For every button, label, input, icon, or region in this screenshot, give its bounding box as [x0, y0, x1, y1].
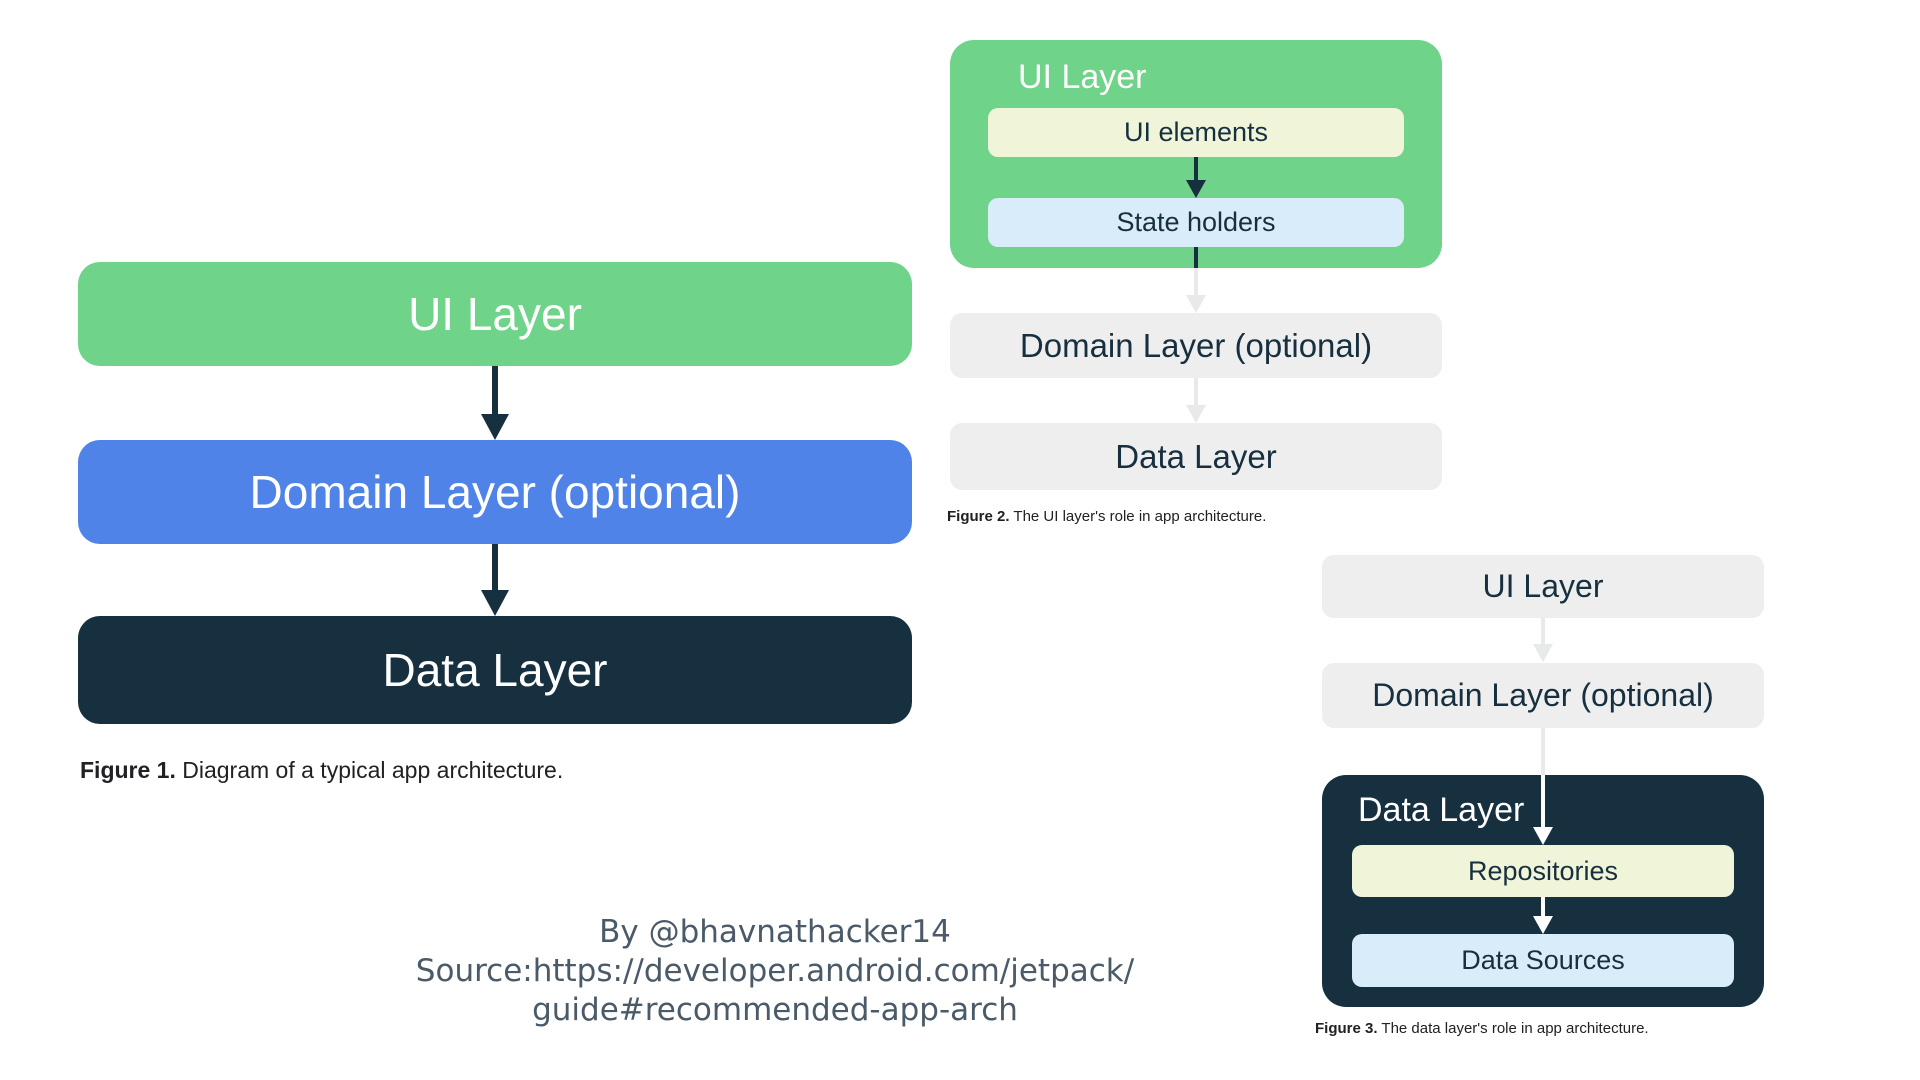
- arrow-down-icon: [1181, 268, 1211, 313]
- attribution-author: By @bhavnathacker14: [599, 914, 951, 950]
- fig3-data-layer-container: Data Layer Repositories Data Sources: [1322, 775, 1764, 1007]
- fig2-data-layer-label: Data Layer: [1115, 437, 1277, 475]
- arrow-down-icon: [1181, 378, 1211, 423]
- fig2-state-holders-label: State holders: [1116, 207, 1276, 237]
- arrow-head: [1533, 827, 1553, 845]
- fig2-caption-text: The UI layer's role in app architecture.: [1009, 508, 1267, 525]
- arrow-down-icon: [1528, 618, 1558, 662]
- fig1-ui-layer-label: UI Layer: [408, 288, 582, 340]
- fig2-domain-layer-box: Domain Layer (optional): [950, 313, 1442, 378]
- fig2-caption: Figure 2. The UI layer's role in app arc…: [947, 508, 1266, 525]
- arrow-stem: [1541, 618, 1545, 644]
- attribution-block: By @bhavnathacker14 Source:https://devel…: [390, 913, 1160, 1030]
- attribution-source-url-continued: guide#recommended-app-arch: [532, 992, 1018, 1028]
- fig1-domain-layer-label: Domain Layer (optional): [249, 466, 741, 518]
- arrow-stem: [492, 544, 498, 590]
- arrow-stem: [1194, 378, 1198, 405]
- fig1-caption-text: Diagram of a typical app architecture.: [175, 757, 564, 783]
- fig2-ui-elements-box: UI elements: [988, 108, 1404, 157]
- arrow-head: [1186, 405, 1206, 423]
- arrow-head: [1186, 180, 1206, 198]
- arrow-down-icon: [1181, 157, 1211, 198]
- fig3-caption-text: The data layer's role in app architectur…: [1377, 1020, 1649, 1037]
- arrow-stem: [492, 366, 498, 414]
- arrow-down-icon: [1528, 897, 1558, 934]
- arrow-stem: [1194, 268, 1198, 295]
- arrow-head: [1186, 295, 1206, 313]
- fig3-ui-layer-box: UI Layer: [1322, 555, 1764, 618]
- fig2-ui-elements-label: UI elements: [1123, 117, 1269, 147]
- fig2-domain-layer-label: Domain Layer (optional): [1019, 326, 1373, 364]
- fig3-data-sources-box: Data Sources: [1352, 934, 1734, 987]
- arrow-down-icon: [1528, 775, 1558, 845]
- connector-line: [1194, 247, 1198, 268]
- fig3-domain-layer-box: Domain Layer (optional): [1322, 663, 1764, 728]
- fig2-caption-figure-label: Figure 2.: [947, 508, 1010, 525]
- fig3-repositories-label: Repositories: [1467, 855, 1619, 886]
- arrow-down-icon: [480, 366, 510, 440]
- fig3-ui-layer-label: UI Layer: [1482, 568, 1604, 604]
- attribution-source-url: Source:https://developer.android.com/jet…: [415, 953, 1135, 989]
- fig2-state-holders-box: State holders: [988, 198, 1404, 247]
- arrow-head: [481, 414, 509, 440]
- fig2-ui-layer-label: UI Layer: [1018, 58, 1147, 96]
- fig3-repositories-box: Repositories: [1352, 845, 1734, 897]
- fig1-caption-figure-label: Figure 1.: [80, 757, 176, 783]
- fig1-data-layer-box: Data Layer: [78, 616, 912, 724]
- fig1-caption: Figure 1. Diagram of a typical app archi…: [80, 757, 563, 784]
- fig2-ui-layer-container: UI Layer UI elements State holders: [950, 40, 1442, 268]
- fig1-data-layer-label: Data Layer: [382, 644, 608, 696]
- arrow-stem: [1541, 775, 1545, 827]
- fig3-data-sources-label: Data Sources: [1461, 945, 1625, 975]
- fig3-domain-layer-label: Domain Layer (optional): [1372, 677, 1714, 713]
- arrow-head: [1533, 644, 1553, 662]
- arrow-stem: [1194, 157, 1198, 180]
- fig1-ui-layer-box: UI Layer: [78, 262, 912, 366]
- arrow-stem: [1541, 897, 1545, 916]
- fig3-caption: Figure 3. The data layer's role in app a…: [1315, 1020, 1649, 1037]
- fig3-data-layer-label: Data Layer: [1358, 791, 1525, 829]
- arrow-head: [1533, 916, 1553, 934]
- fig1-domain-layer-box: Domain Layer (optional): [78, 440, 912, 544]
- fig2-data-layer-box: Data Layer: [950, 423, 1442, 490]
- fig3-caption-figure-label: Figure 3.: [1315, 1020, 1378, 1037]
- connector-line: [1541, 728, 1545, 775]
- arrow-head: [481, 590, 509, 616]
- arrow-down-icon: [480, 544, 510, 616]
